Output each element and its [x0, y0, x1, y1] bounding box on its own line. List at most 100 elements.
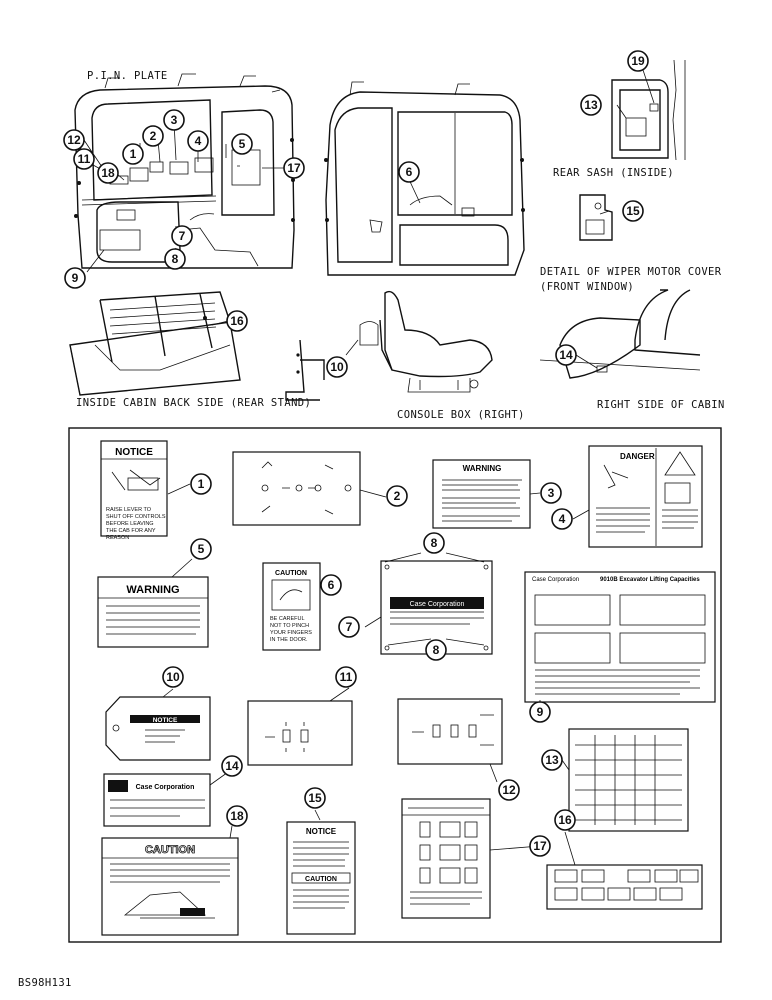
callout-top-14: 14 [555, 344, 577, 366]
decal-lift-title: 9010B Excavator Lifting Capacities [600, 577, 700, 583]
callout-panel-3: 3 [540, 482, 562, 504]
decal-warning-small: WARNING [432, 459, 531, 529]
svg-text:13: 13 [584, 98, 598, 112]
callout-top-11: 11 [73, 148, 95, 170]
callout-top-10: 10 [326, 356, 348, 378]
svg-text:YOUR FINGERS: YOUR FINGERS [270, 630, 312, 636]
decal-lifting-capacity-chart: Case Corporation 9010B Excavator Lifting… [524, 571, 716, 703]
caption-rear-sash: REAR SASH (INSIDE) [553, 167, 674, 179]
callout-top-13: 13 [580, 94, 602, 116]
callout-panel-11: 11 [335, 666, 357, 688]
callout-top-15: 15 [622, 200, 644, 222]
decal-caution-door-title: CAUTION [275, 570, 307, 577]
callout-panel-14: 14 [221, 755, 243, 777]
decal-warning-large-title: WARNING [126, 584, 179, 596]
svg-text:16: 16 [230, 314, 244, 328]
callout-panel-12: 12 [498, 779, 520, 801]
svg-text:17: 17 [533, 839, 547, 853]
callout-panel-10: 10 [162, 666, 184, 688]
svg-text:NOT TO PINCH: NOT TO PINCH [270, 623, 309, 629]
decal-caution-window-title: CAUTION [305, 876, 337, 883]
lifting-table-grid [534, 594, 706, 664]
callout-panel-2: 2 [386, 485, 408, 507]
svg-text:6: 6 [406, 165, 413, 179]
decal-notice-title: NOTICE [115, 447, 153, 458]
console-box-view [285, 290, 493, 401]
decal-caution-door: CAUTION BE CAREFUL NOT TO PINCH YOUR FIN… [262, 562, 321, 651]
decal-panel-frame [68, 427, 722, 943]
svg-text:19: 19 [631, 54, 645, 68]
decal-switch-functions [401, 798, 491, 919]
svg-text:12: 12 [502, 783, 516, 797]
caption-wiper-cover: DETAIL OF WIPER MOTOR COVER [540, 266, 722, 278]
svg-text:9: 9 [537, 705, 544, 719]
svg-text:9: 9 [72, 271, 79, 285]
decal-notice-window-title: NOTICE [306, 827, 337, 836]
decal-notice-tag: NOTICE [105, 696, 211, 761]
decal-button-label-strip [546, 864, 703, 910]
svg-text:18: 18 [230, 809, 244, 823]
caption-rear-stand: INSIDE CABIN BACK SIDE (REAR STAND) [76, 397, 311, 409]
callout-panel-17: 17 [529, 835, 551, 857]
svg-text:6: 6 [328, 578, 335, 592]
decal-switch-panel-a [247, 700, 353, 766]
caption-figure-id: BS98H131 [18, 977, 72, 989]
callout-top-6: 6 [398, 161, 420, 183]
svg-text:RAISE LEVER TO: RAISE LEVER TO [106, 507, 152, 513]
decal-switch-panel-b [397, 698, 503, 765]
svg-text:8: 8 [433, 643, 440, 657]
decal-case-serial: Case Corporation [103, 773, 211, 827]
callout-panel-13: 13 [541, 749, 563, 771]
callout-top-3: 3 [163, 109, 185, 131]
callout-panel-18: 18 [226, 805, 248, 827]
svg-text:17: 17 [287, 161, 301, 175]
callout-panel-8a: 8 [423, 532, 445, 554]
svg-text:4: 4 [195, 134, 202, 148]
callout-top-2: 2 [142, 125, 164, 147]
svg-text:BEFORE LEAVING: BEFORE LEAVING [106, 521, 154, 527]
svg-text:11: 11 [78, 152, 91, 166]
decal-notice-shutoff: NOTICE RAISE LEVER TO SHUT OFF CONTROLS … [100, 440, 168, 541]
wiper-motor-cover-view [579, 194, 613, 241]
caption-right-side: RIGHT SIDE OF CABIN [597, 399, 725, 411]
svg-text:1: 1 [198, 477, 205, 491]
decal-caution-large-title: CAUTION [145, 844, 195, 856]
callout-top-1: 1 [122, 143, 144, 165]
svg-text:2: 2 [394, 489, 401, 503]
svg-text:4: 4 [559, 512, 566, 526]
svg-text:5: 5 [198, 542, 205, 556]
svg-text:13: 13 [545, 753, 559, 767]
svg-text:2: 2 [150, 129, 157, 143]
callout-panel-6: 6 [320, 574, 342, 596]
cab-interior-front-view [74, 73, 295, 269]
callout-top-5: 5 [231, 133, 253, 155]
bottom-leader-lines [162, 483, 590, 866]
svg-text:12: 12 [67, 133, 81, 147]
callout-top-18: 18 [97, 162, 119, 184]
cab-exterior-side-view [324, 81, 525, 276]
callout-panel-15: 15 [304, 787, 326, 809]
svg-text:IN THE DOOR.: IN THE DOOR. [270, 637, 308, 643]
rear-sash-view [611, 59, 686, 161]
decal-danger-electrocution: DANGER [588, 445, 703, 548]
svg-text:3: 3 [548, 486, 555, 500]
right-side-of-cabin-view [539, 289, 701, 379]
svg-text:15: 15 [626, 204, 640, 218]
callout-top-16: 16 [226, 310, 248, 332]
rear-stand-view [69, 291, 241, 396]
decal-warning-small-title: WARNING [463, 464, 502, 473]
callout-panel-5: 5 [190, 538, 212, 560]
decal-window-cleaning: NOTICE CAUTION [286, 821, 356, 935]
decal-case-plate-brand: Case Corporation [410, 601, 465, 608]
svg-text:11: 11 [340, 670, 353, 684]
decal-warning-attachment: WARNING [97, 576, 209, 648]
svg-text:18: 18 [101, 166, 115, 180]
decal-caution-boom: CAUTION [101, 837, 239, 936]
svg-text:8: 8 [431, 536, 438, 550]
svg-text:8: 8 [172, 252, 179, 266]
callout-panel-16: 16 [554, 809, 576, 831]
svg-text:5: 5 [239, 137, 246, 151]
svg-text:3: 3 [171, 113, 178, 127]
svg-text:BE CAREFUL: BE CAREFUL [270, 616, 305, 622]
